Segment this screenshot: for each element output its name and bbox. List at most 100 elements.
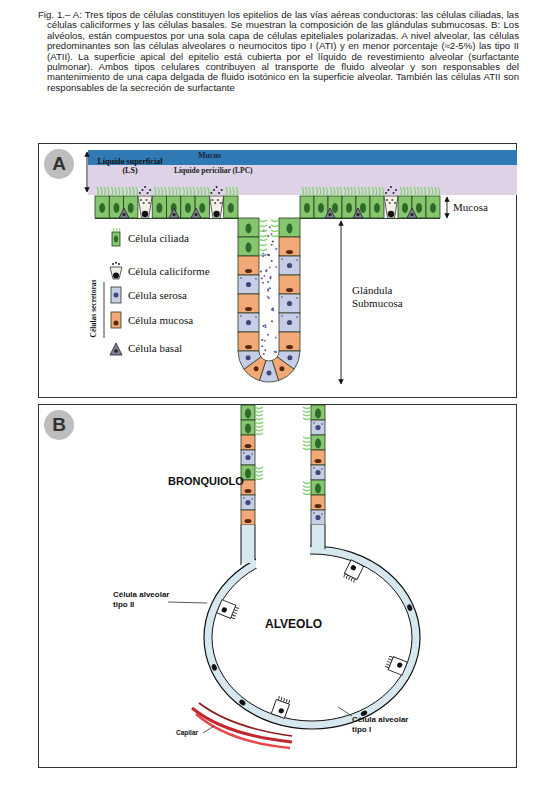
gland-arrow bbox=[341, 221, 342, 384]
cilium bbox=[303, 418, 311, 420]
granule bbox=[296, 316, 298, 318]
cell-nucleus bbox=[245, 469, 251, 479]
cell-nucleus bbox=[246, 224, 252, 234]
mucus-granule bbox=[395, 189, 397, 191]
legend-row: Célula mucosa bbox=[109, 310, 193, 330]
mucus-granule bbox=[221, 189, 223, 191]
cell-nucleus bbox=[245, 455, 250, 460]
secretion-dot bbox=[271, 320, 273, 322]
cell-nucleus bbox=[315, 425, 320, 430]
mucus-granule bbox=[118, 263, 120, 265]
cell-nucleus bbox=[246, 320, 251, 325]
ciliated-cell bbox=[224, 196, 238, 218]
mucous-cell bbox=[241, 435, 255, 450]
mucus-granule bbox=[147, 192, 149, 194]
legend-text: Célula basal bbox=[128, 342, 182, 354]
cilium bbox=[303, 493, 311, 495]
cilium bbox=[259, 235, 267, 237]
cilium bbox=[255, 418, 263, 420]
mucous-cell bbox=[279, 275, 300, 294]
goblet-cell bbox=[138, 196, 152, 218]
cell-nucleus bbox=[332, 203, 338, 213]
cell-nucleus bbox=[356, 213, 359, 216]
region-label: BRONQUIOLO bbox=[168, 475, 244, 487]
cilium bbox=[303, 482, 311, 484]
vessel-label: Capilar bbox=[176, 729, 198, 736]
mucus-granule bbox=[394, 202, 396, 204]
secretion-dot bbox=[263, 353, 265, 355]
cell-nucleus bbox=[286, 250, 293, 254]
cilium bbox=[255, 478, 263, 480]
mucus-granule bbox=[213, 189, 215, 191]
cell-nucleus bbox=[245, 424, 251, 434]
cilium bbox=[271, 225, 279, 227]
cell-nucleus bbox=[287, 301, 292, 306]
cilium bbox=[271, 230, 279, 232]
mucus-granule bbox=[210, 192, 212, 194]
bronchiole-wall-line bbox=[255, 525, 256, 560]
ciliated-cell bbox=[328, 196, 342, 218]
layer-label: Mucosa bbox=[453, 201, 488, 213]
basal-cell bbox=[191, 208, 201, 218]
cilium bbox=[255, 411, 263, 413]
serous-cell bbox=[311, 510, 325, 525]
leader-line bbox=[168, 602, 207, 603]
periciliar-band: Líquido periciliar (LPC) bbox=[88, 165, 517, 195]
cilium bbox=[255, 429, 263, 431]
cell-nucleus bbox=[388, 211, 394, 217]
cell-nucleus bbox=[350, 564, 357, 571]
cell-nucleus bbox=[221, 606, 228, 613]
cilium bbox=[271, 220, 279, 222]
cell-nucleus bbox=[416, 203, 422, 213]
granule bbox=[281, 258, 283, 260]
ciliated-cell bbox=[95, 196, 109, 218]
ciliated-cell bbox=[152, 196, 166, 218]
mucus-granule bbox=[115, 262, 117, 264]
mucous-cell bbox=[279, 332, 300, 351]
cell-nucleus bbox=[402, 203, 408, 213]
cilium bbox=[271, 235, 279, 237]
cell-nucleus bbox=[346, 203, 352, 213]
secretion-dot bbox=[264, 349, 266, 351]
cell-nucleus bbox=[315, 470, 320, 475]
cell-nucleus bbox=[246, 243, 252, 253]
cell-nucleus bbox=[245, 269, 252, 273]
cell-nucleus bbox=[246, 355, 251, 360]
mucus-granule bbox=[217, 199, 219, 201]
secretion-dot bbox=[267, 254, 269, 256]
secretion-dot bbox=[265, 270, 267, 272]
secretion-dot bbox=[265, 326, 267, 328]
granule bbox=[255, 316, 257, 318]
cell-nucleus bbox=[128, 203, 134, 213]
secretion-dot bbox=[266, 269, 268, 271]
cell-label: Célula alveolar tipo I bbox=[352, 715, 422, 734]
secretion-dot bbox=[264, 340, 266, 342]
cell-nucleus bbox=[374, 203, 380, 213]
cell-nucleus bbox=[287, 355, 292, 360]
mucus-granule bbox=[141, 189, 143, 191]
cell-nucleus bbox=[287, 224, 293, 234]
ciliated-cell bbox=[300, 196, 314, 218]
cell-nucleus bbox=[245, 444, 252, 448]
cell-nucleus bbox=[156, 203, 162, 213]
secretion-dot bbox=[271, 244, 273, 246]
cell-nucleus bbox=[254, 366, 259, 371]
serous-cell bbox=[279, 294, 300, 313]
cilium bbox=[303, 414, 311, 416]
secretion-dot bbox=[262, 255, 264, 257]
granule bbox=[296, 259, 298, 261]
serous-cell bbox=[238, 351, 261, 369]
secretory-bracket bbox=[104, 282, 105, 338]
legend-row: Célula caliciforme bbox=[109, 261, 210, 281]
cell-nucleus bbox=[245, 307, 252, 311]
ls-arrow bbox=[87, 152, 88, 192]
secretion-dot bbox=[268, 254, 270, 256]
cilium bbox=[255, 467, 263, 469]
ciliated-cell bbox=[279, 218, 300, 237]
ciliated-cell bbox=[238, 237, 259, 256]
mucus-granule bbox=[148, 202, 150, 204]
cell-nucleus bbox=[287, 263, 292, 268]
mucus-granule bbox=[139, 192, 141, 194]
bronchiole-wall bbox=[311, 525, 325, 549]
cell-nucleus bbox=[287, 320, 292, 325]
